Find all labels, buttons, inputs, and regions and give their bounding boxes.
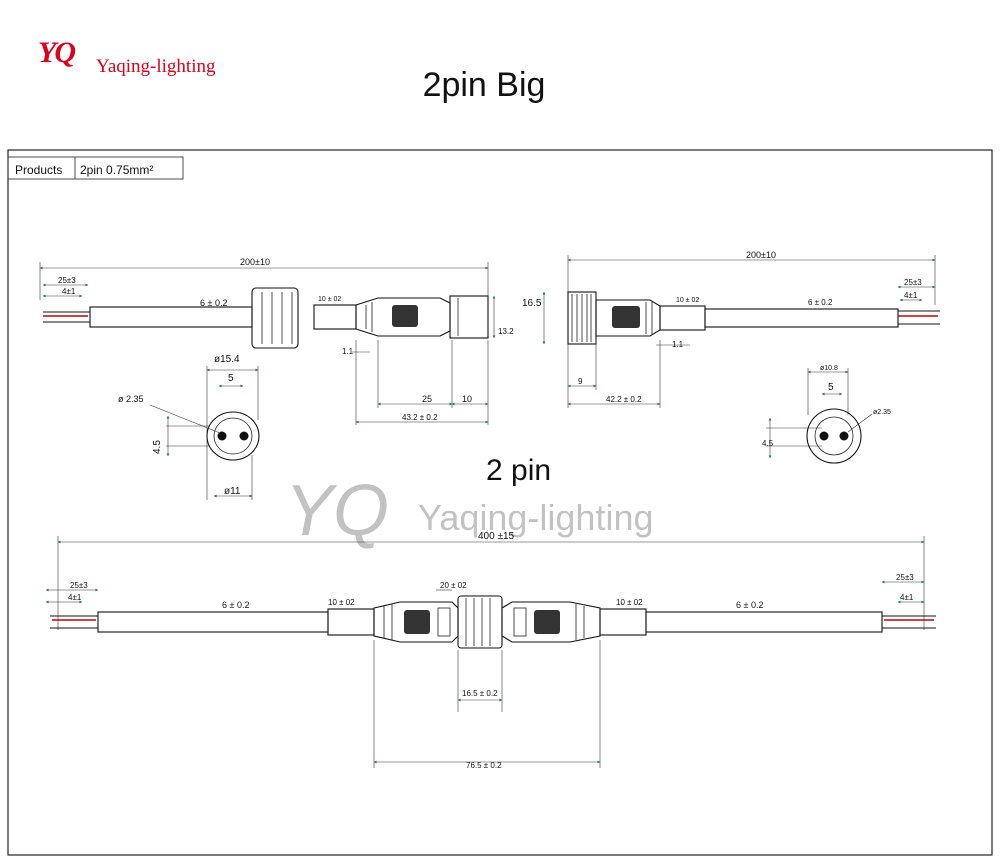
mf-pitch: 5 — [828, 382, 834, 393]
male-face-view: ø10.8 5 ø2.35 4.5 — [762, 365, 891, 464]
b-total-length: 400 ±15 — [478, 531, 515, 542]
tr-strip-outer: 25±3 — [904, 278, 922, 287]
b-nut-width: 20 ± 02 — [440, 581, 467, 590]
tr-gap: 1.1 — [672, 340, 684, 349]
b-strip-outer-left: 25±3 — [70, 581, 88, 590]
logo-text: Yaqing-lighting — [96, 56, 216, 77]
b-strip-inner-left: 4±1 — [68, 593, 82, 602]
ff-pin: ø 2.35 — [118, 394, 144, 404]
bottom-assembly: 400 ±15 25±3 4±1 6 ± 0.2 10 ± 02 20 ± 02 — [45, 531, 936, 770]
center-label: 2 pin — [486, 454, 551, 487]
b-cable-dia-left: 6 ± 0.2 — [222, 600, 249, 610]
tr-total-length: 200±10 — [746, 250, 776, 260]
top-right-connector: 200±10 25±3 4±1 6 ± 0.2 10 ± 02 16.5 1.1… — [522, 250, 940, 408]
ff-outer: ø15.4 — [214, 354, 240, 365]
spec-table — [7, 156, 184, 180]
mf-offset: 4.5 — [762, 439, 774, 448]
ff-pitch: 5 — [228, 373, 234, 384]
tl-height: 13.2 — [498, 327, 514, 336]
brand-logo: YQ Yaqing-lighting — [38, 36, 258, 86]
b-cable-dia-right: 6 ± 0.2 — [736, 600, 763, 610]
ff-offset: 4.5 — [152, 440, 163, 454]
page-title: 2pin Big — [422, 66, 546, 104]
spec-products-label: Products — [15, 163, 62, 177]
tr-height: 16.5 — [522, 298, 542, 309]
mf-pin: ø2.35 — [873, 409, 891, 416]
tl-total-length: 200±10 — [240, 257, 270, 267]
b-assembly: 76.5 ± 0.2 — [466, 761, 502, 770]
tl-strip-outer: 25±3 — [58, 276, 76, 285]
tr-strip-inner: 4±1 — [904, 291, 918, 300]
tr-body: 42.2 ± 0.2 — [606, 395, 642, 404]
svg-text:Yaqing-lighting: Yaqing-lighting — [418, 497, 654, 538]
tr-sleeve: 10 ± 02 — [676, 297, 699, 304]
drawing-frame — [7, 149, 993, 856]
tl-gap: 1.1 — [342, 347, 354, 356]
b-nut-dia: 16.5 ± 0.2 — [462, 689, 498, 698]
ff-inner: ø11 — [224, 486, 241, 497]
tl-len-a: 25 — [422, 394, 432, 404]
tl-len-b: 10 — [462, 394, 472, 404]
tl-strip-inner: 4±1 — [62, 287, 76, 296]
b-strip-inner-right: 4±1 — [900, 593, 914, 602]
spec-products-value: 2pin 0.75mm² — [80, 163, 153, 177]
female-face-view: ø15.4 5 ø 2.35 4.5 ø11 — [118, 354, 260, 500]
b-strip-outer-right: 25±3 — [896, 573, 914, 582]
tl-cable-dia: 6 ± 0.2 — [200, 298, 227, 308]
tl-body: 43.2 ± 0.2 — [402, 413, 438, 422]
tr-cable-dia: 6 ± 0.2 — [808, 298, 833, 307]
watermark: YQ Yaqing-lighting — [285, 471, 654, 551]
svg-text:YQ: YQ — [285, 471, 389, 551]
tl-sleeve: 10 ± 02 — [318, 296, 341, 303]
top-left-connector: 200±10 25±3 4±1 6 ± 0.2 10 ± 02 13.2 1.1 — [39, 257, 514, 425]
logo-mark: YQ — [38, 36, 76, 69]
b-sleeve-right: 10 ± 02 — [616, 598, 643, 607]
mf-outer: ø10.8 — [820, 365, 838, 372]
b-sleeve-left: 10 ± 02 — [328, 598, 355, 607]
tr-thread: 9 — [578, 377, 583, 386]
